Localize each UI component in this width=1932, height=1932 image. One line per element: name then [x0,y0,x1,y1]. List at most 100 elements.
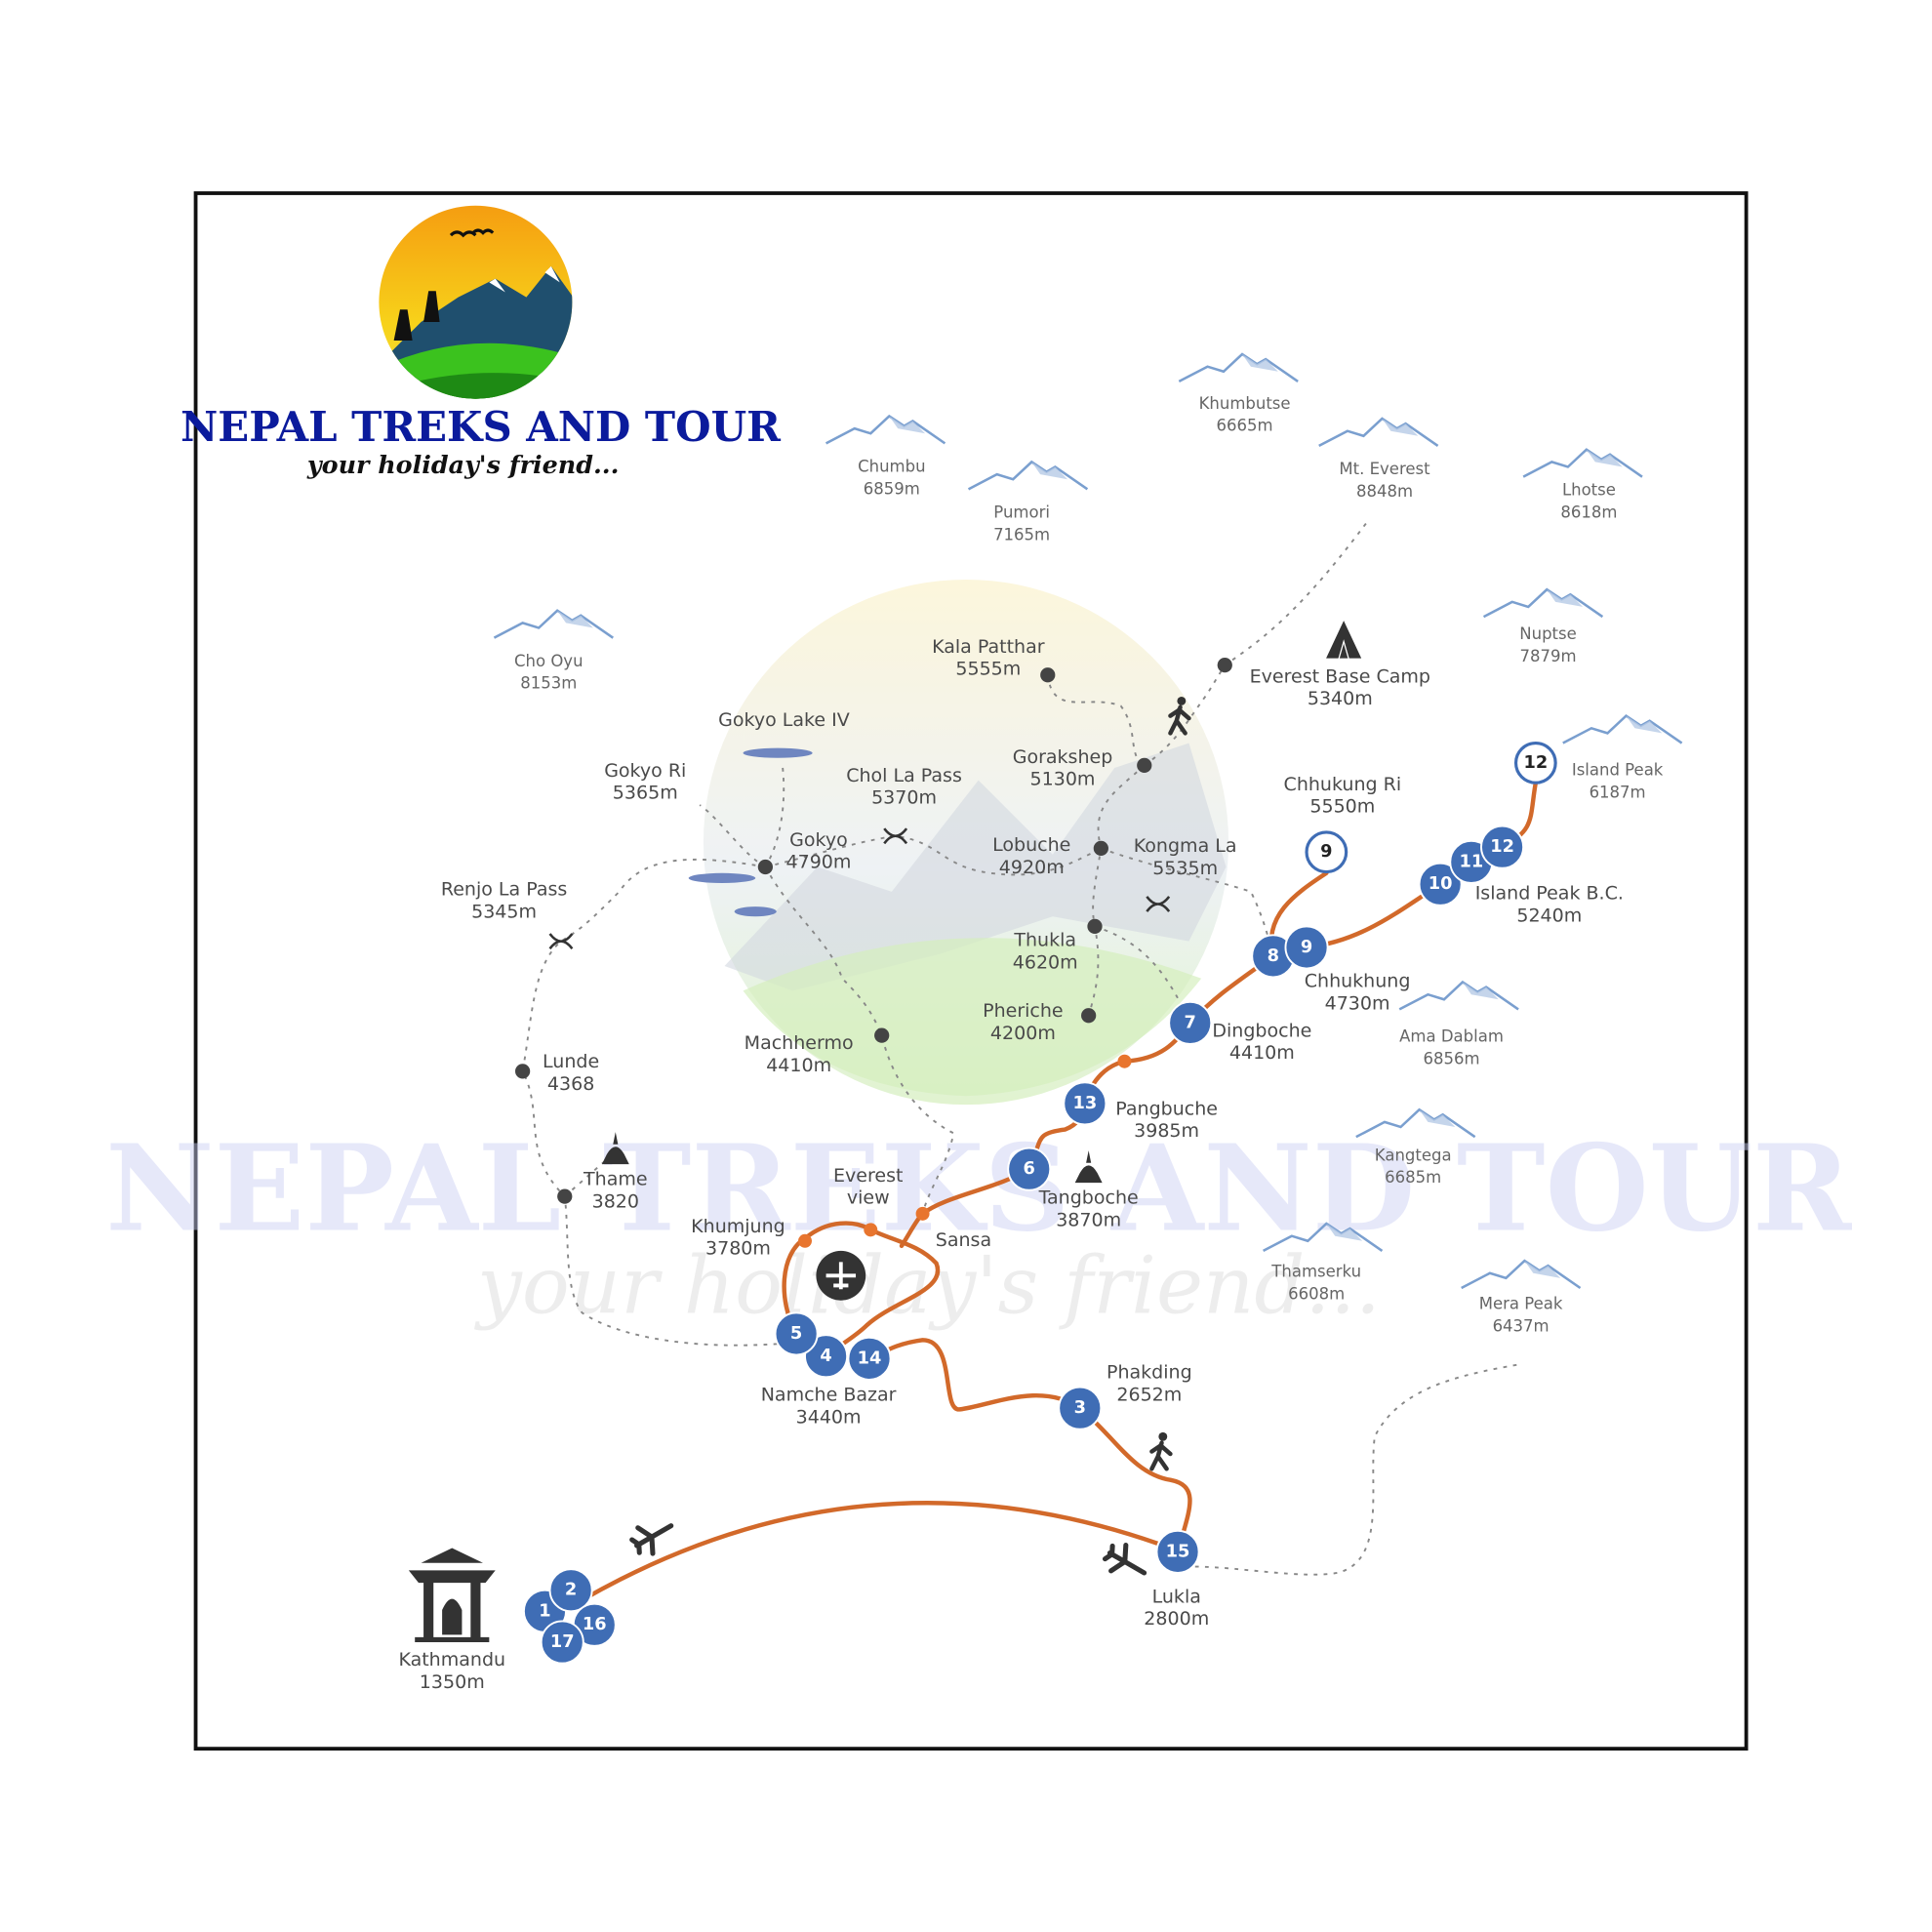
mountain-elevation: 6685m [1385,1168,1441,1187]
place-elevation: 3820 [592,1191,639,1213]
place-name: Gokyo Lake IV [718,709,850,731]
trail-path [765,834,1102,876]
trail-path [764,866,955,1215]
trail-path [1194,1363,1517,1576]
step-marker-17[interactable]: 17 [540,1620,584,1665]
mountain-elevation: 6437m [1493,1316,1550,1335]
step-marker-12[interactable]: 12 [1480,825,1525,869]
place-name: Chhukung Ri [1284,774,1402,795]
step-marker-9[interactable]: 9 [1284,925,1329,970]
place-name: Dingboche [1212,1020,1311,1041]
place-name: Chol La Pass [846,765,962,786]
step-marker-16[interactable]: 16 [572,1602,617,1647]
hiker-icon [1168,696,1191,736]
place-name: Lukla [1152,1586,1201,1607]
step-marker-15[interactable]: 15 [1155,1529,1200,1574]
place-elevation: 5365m [613,783,678,804]
side-trip-marker-9[interactable]: 9 [1305,830,1348,874]
airplane-icon [629,1523,674,1556]
place-name: Machhermo [745,1032,854,1054]
place-name: Kala Patthar [932,636,1045,658]
route-path [782,1221,941,1359]
step-marker-6[interactable]: 6 [1007,1147,1052,1191]
step-number: 13 [1072,1094,1097,1113]
step-marker-3[interactable]: 3 [1058,1386,1103,1430]
step-number: 11 [1459,852,1483,871]
place-elevation: 4410m [766,1055,831,1076]
mountain-cho-oyu: Cho Oyu 8153m [493,609,614,693]
mountain-name: Khumbutse [1199,394,1291,413]
step-marker-4[interactable]: 4 [804,1334,849,1379]
step-number: 2 [565,1581,577,1600]
location-dot [1087,918,1103,934]
place-elevation: 5130m [1030,769,1096,790]
place-elevation: 5555m [955,659,1021,680]
place-name: Thame [583,1169,648,1190]
step-number: 8 [1268,946,1279,966]
step-marker-14[interactable]: 14 [847,1336,892,1381]
mountain-name: Ama Dablam [1399,1026,1504,1045]
place-name: Kongma La [1134,835,1237,857]
mountain-elevation: 8153m [520,674,577,693]
mountain-name: Cho Oyu [514,652,584,670]
place-elevation: 4410m [1229,1042,1295,1064]
side-trip-marker-12[interactable]: 12 [1513,741,1557,785]
trail-path [564,1150,617,1197]
side-trails [521,519,1517,1576]
step-number: 15 [1166,1542,1190,1561]
route-waypoint [1117,1054,1132,1068]
step-marker-10[interactable]: 10 [1418,862,1463,906]
stupa-icon [601,1132,629,1165]
step-number: 16 [583,1615,607,1634]
lake-icon [734,906,777,917]
location-dot [1081,1008,1097,1024]
step-number: 4 [820,1347,831,1366]
step-number: 1 [539,1601,550,1621]
place-elevation: 4790m [786,852,852,873]
mountain-pass-icon [883,827,908,845]
place-name: Namche Bazar [761,1385,897,1406]
mountain-elevation: 8618m [1560,503,1617,522]
location-dot [874,1027,890,1043]
base-camp-tent-icon [1324,618,1364,660]
place-name: Everest [833,1165,903,1187]
mountain-name: Nuptse [1519,624,1577,643]
step-marker-5[interactable]: 5 [774,1311,819,1356]
mountain-elevation: 6187m [1590,783,1646,801]
location-dot [557,1188,573,1204]
mountain-name: Pumori [993,503,1050,522]
place-name: Renjo La Pass [441,879,567,901]
location-dot [757,859,773,875]
place-name: Khumjung [691,1216,785,1237]
step-number: 10 [1429,874,1453,894]
step-marker-2[interactable]: 2 [548,1568,593,1613]
step-marker-7[interactable]: 7 [1168,1000,1213,1045]
mountain-elevation: 6608m [1288,1284,1345,1303]
route-waypoint [798,1233,812,1248]
place-elevation: 4368 [547,1073,594,1095]
place-elevation: view [847,1187,890,1209]
step-marker-13[interactable]: 13 [1063,1081,1107,1126]
route-path [1077,1405,1192,1554]
step-number: 3 [1074,1398,1086,1418]
place-elevation: 4200m [990,1023,1056,1044]
